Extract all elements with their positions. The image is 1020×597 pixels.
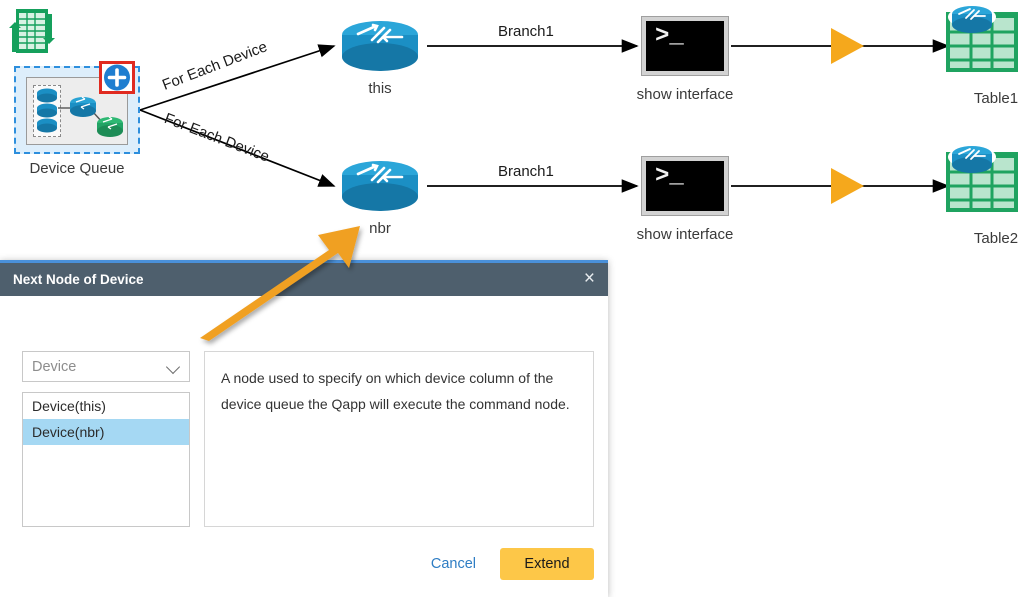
terminal-screen: >_ xyxy=(646,161,724,211)
device-type-select-value: Device xyxy=(32,358,77,375)
dialog-title: Next Node of Device xyxy=(13,272,144,287)
terminal-prompt: >_ xyxy=(655,163,684,190)
node-label-router-this: this xyxy=(368,80,392,97)
terminal-icon: >_ xyxy=(641,16,729,76)
node-label-device-queue: Device Queue xyxy=(29,160,125,177)
device-table-icon xyxy=(946,6,1018,72)
router-icon xyxy=(342,161,418,211)
node-label-command-this: show interface xyxy=(636,86,734,103)
close-icon[interactable]: × xyxy=(583,267,595,289)
cancel-button[interactable]: Cancel xyxy=(427,550,480,578)
terminal-icon: >_ xyxy=(641,156,729,216)
device-option-listbox[interactable]: Device(this) Device(nbr) xyxy=(22,392,190,527)
device-queue-glyph xyxy=(37,88,123,137)
node-label-table2: Table2 xyxy=(973,230,1019,247)
description-panel: A node used to specify on which device c… xyxy=(204,351,594,527)
device-table-icon xyxy=(946,146,1018,212)
next-node-dialog: Next Node of Device × Device Device(this… xyxy=(0,260,608,597)
device-queue-inner-panel xyxy=(26,77,128,145)
dialog-footer: Cancel Extend xyxy=(0,548,608,580)
add-node-badge[interactable] xyxy=(99,61,135,94)
edge-label-branch1-2: Branch1 xyxy=(498,163,554,180)
terminal-prompt: >_ xyxy=(655,23,684,50)
node-label-command-nbr: show interface xyxy=(636,226,734,243)
node-device-queue[interactable]: Device Queue xyxy=(0,0,160,190)
dialog-body: Device Device(this) Device(nbr) A node u… xyxy=(0,296,608,597)
extend-button[interactable]: Extend xyxy=(500,548,594,580)
dialog-header: Next Node of Device × xyxy=(0,263,608,296)
chevron-down-icon xyxy=(167,360,180,373)
description-text: A node used to specify on which device c… xyxy=(221,370,570,412)
plus-icon xyxy=(104,64,130,91)
edge-label-branch1-1: Branch1 xyxy=(498,23,554,40)
terminal-screen: >_ xyxy=(646,21,724,71)
list-item[interactable]: Device(nbr) xyxy=(23,419,189,445)
node-label-table1: Table1 xyxy=(973,90,1019,107)
node-label-router-nbr: nbr xyxy=(369,220,391,237)
workflow-edges xyxy=(139,28,950,204)
router-icon xyxy=(342,21,418,71)
device-type-select[interactable]: Device xyxy=(22,351,190,382)
table-swap-icon-glyph xyxy=(9,9,55,53)
list-item[interactable]: Device(this) xyxy=(32,398,106,414)
workflow-diagram: Device Queue For Each Device For Each De… xyxy=(0,0,1020,270)
